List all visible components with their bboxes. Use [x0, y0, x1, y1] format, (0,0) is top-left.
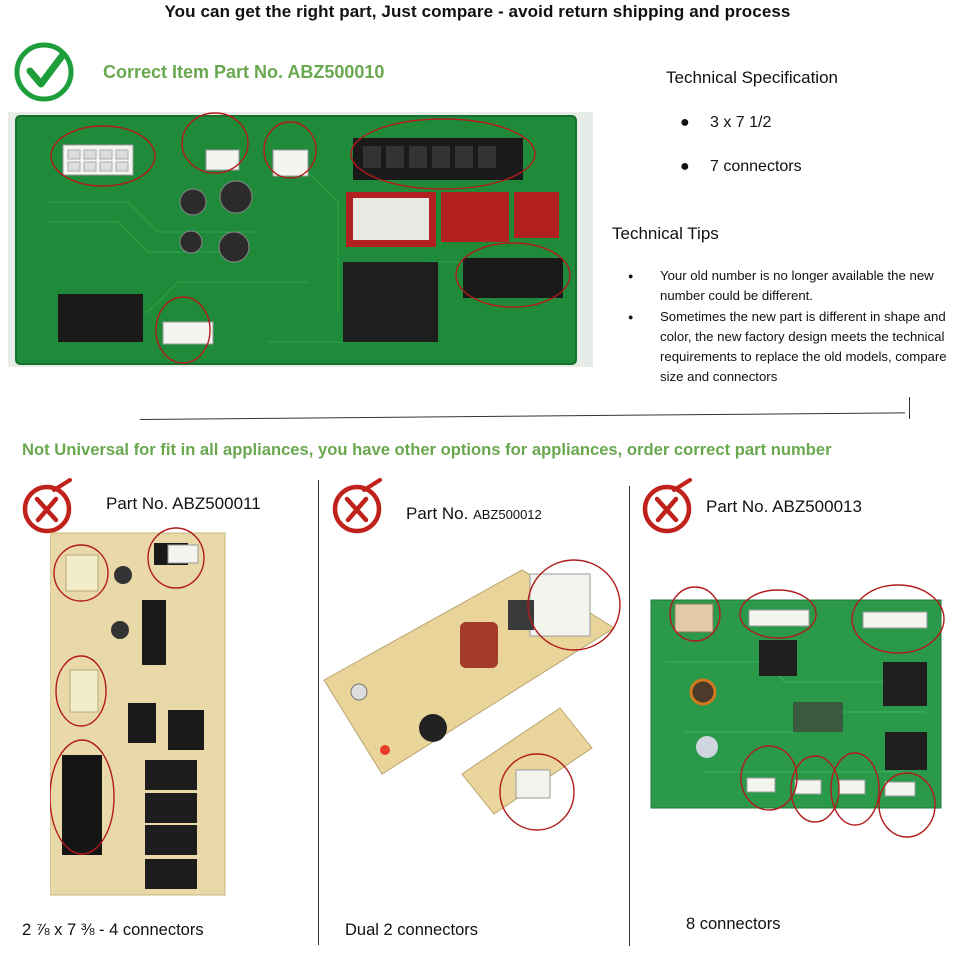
- x-circle-icon: [638, 478, 696, 536]
- spec-item: ●3 x 7 1/2: [680, 114, 772, 131]
- tip-item: Your old number is no longer available t…: [628, 266, 953, 307]
- board-image-abz500012: [322, 552, 627, 834]
- column-divider: [629, 486, 630, 946]
- column-divider: [318, 480, 319, 945]
- board-image-abz500013: [645, 582, 947, 840]
- part-label-abz500012: Part No. ABZ500012: [406, 504, 542, 523]
- spec-item: ●7 connectors: [680, 158, 802, 175]
- not-universal-note: Not Universal for fit in all appliances,…: [22, 440, 832, 459]
- footer-abz500011: 2 ⅞ x 7 ⅜ - 4 connectors: [22, 921, 204, 939]
- tips-list: Your old number is no longer available t…: [628, 266, 953, 388]
- correct-part-title: Correct Item Part No. ABZ500010: [103, 62, 385, 82]
- part-label-abz500011: Part No. ABZ500011: [106, 494, 261, 513]
- tip-item: Sometimes the new part is different in s…: [628, 307, 953, 388]
- headline: You can get the right part, Just compare…: [164, 2, 791, 21]
- x-circle-icon: [328, 478, 386, 536]
- board-image-abz500011: [50, 525, 228, 897]
- check-circle-icon: [12, 40, 76, 104]
- tips-title: Technical Tips: [612, 224, 719, 243]
- separator-tick: [909, 397, 910, 419]
- footer-abz500012: Dual 2 connectors: [345, 921, 478, 939]
- separator-line: [139, 412, 905, 420]
- footer-abz500013: 8 connectors: [686, 915, 781, 933]
- x-circle-icon: [18, 478, 76, 536]
- correct-board-image: [8, 112, 593, 367]
- spec-title: Technical Specification: [666, 68, 838, 87]
- part-label-abz500013: Part No. ABZ500013: [706, 497, 862, 516]
